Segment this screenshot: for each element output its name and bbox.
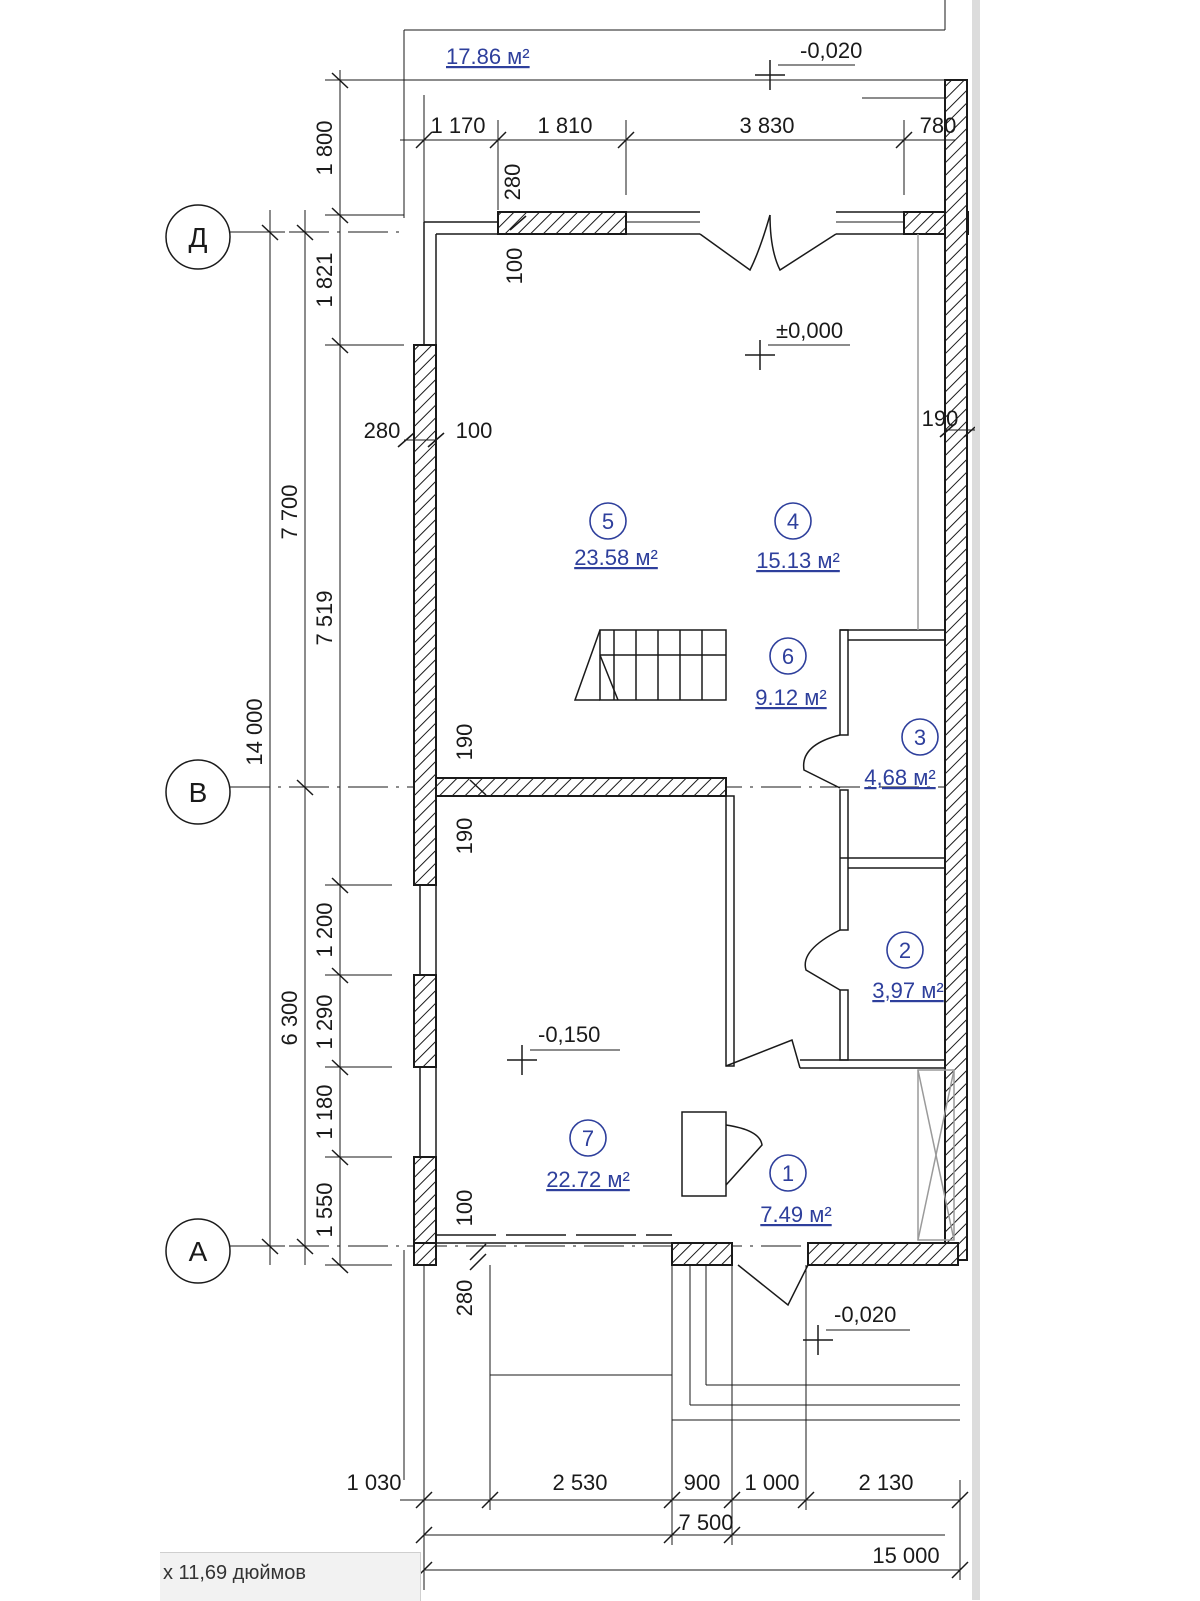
dim-bottom-900: 900: [684, 1470, 721, 1495]
dim-top-1170: 1 170: [430, 113, 485, 138]
status-bar: [160, 1552, 421, 1601]
room-tags: 5 23.58 м² 4 15.13 м² 6 9.12 м² 3 4,68 м…: [546, 502, 944, 1227]
dim-left-1550: 1 550: [312, 1182, 337, 1237]
room-area-3: 4,68 м²: [864, 765, 935, 790]
dim-bottom-total: 7 500: [678, 1510, 733, 1535]
axis-markers: Д В А: [165, 204, 231, 1284]
gray-elements: [917, 234, 955, 1241]
dim-bottom-2130: 2 130: [858, 1470, 913, 1495]
dim-bottom-1000: 1 000: [744, 1470, 799, 1495]
dimension-lines-top: [397, 95, 975, 448]
dim-small-100-bottom: 100: [452, 1190, 477, 1227]
axis-label-d: Д: [189, 222, 208, 253]
dim-left-6300: 6 300: [277, 990, 302, 1045]
axis-label-a: А: [189, 1236, 208, 1267]
dim-small-280-top: 280: [500, 164, 525, 201]
frame-lines: [403, 0, 946, 1480]
dim-left-1821: 1 821: [312, 252, 337, 307]
dim-small-100-top: 100: [502, 248, 527, 285]
dimension-lines-left: [255, 70, 945, 1274]
dim-overall: 15 000: [872, 1543, 939, 1568]
room-area-2: 3,97 м²: [872, 978, 943, 1003]
dim-small-280-left: 280: [364, 418, 401, 443]
room-number-5: 5: [602, 509, 614, 534]
dim-left-7700: 7 700: [277, 484, 302, 539]
axis-label-v: В: [189, 777, 208, 808]
page-size-label: x 11,69 дюймов: [163, 1562, 307, 1584]
room-area-7: 22.72 м²: [546, 1167, 630, 1192]
page-edge-strip: [972, 0, 980, 1600]
dim-left-7519: 7 519: [312, 590, 337, 645]
dim-top-780: 780: [920, 113, 957, 138]
terrace-area: 17.86 м²: [446, 44, 530, 69]
dimension-lines-bottom: [400, 779, 969, 1590]
room-number-3: 3: [914, 725, 926, 750]
axis-circle-v: [165, 759, 231, 825]
dim-top-1810: 1 810: [537, 113, 592, 138]
elevation-top: -0,020: [800, 38, 862, 63]
dim-left-14000: 14 000: [242, 698, 267, 765]
room-area-1: 7.49 м²: [760, 1202, 831, 1227]
dim-left-1290: 1 290: [312, 994, 337, 1049]
dim-left-1200: 1 200: [312, 902, 337, 957]
room-number-1: 1: [782, 1161, 794, 1186]
room-number-7: 7: [582, 1126, 594, 1151]
room-area-6: 9.12 м²: [755, 685, 826, 710]
dim-bottom-2530: 2 530: [552, 1470, 607, 1495]
elevation-main: ±0,000: [776, 318, 843, 343]
dim-small-280-bottom: 280: [452, 1280, 477, 1317]
dim-small-190-mid-b: 190: [452, 818, 477, 855]
dim-top-3830: 3 830: [739, 113, 794, 138]
porch-lines: [489, 1265, 960, 1480]
page-right-margin: [980, 0, 1200, 1600]
room-area-4: 15.13 м²: [756, 548, 840, 573]
room-area-5: 23.58 м²: [574, 545, 658, 570]
dim-bottom-1030: 1 030: [346, 1470, 401, 1495]
dim-small-190-right: 190: [922, 406, 959, 431]
walls: [413, 79, 969, 1266]
elevation-bottom: -0,020: [834, 1302, 896, 1327]
floor-plan: Д В А 5 23.58 м² 4 15.13 м² 6 9.12 м² 3 …: [165, 0, 975, 1590]
dim-small-100-left: 100: [456, 418, 493, 443]
doors: [681, 214, 841, 1307]
elevation-room7: -0,150: [538, 1022, 600, 1047]
room-number-6: 6: [782, 644, 794, 669]
elevation-markers: [507, 60, 910, 1355]
axis-circle-a: [165, 1218, 231, 1284]
room-number-4: 4: [787, 509, 799, 534]
dim-left-1180: 1 180: [312, 1084, 337, 1139]
stairs: [573, 629, 727, 701]
axis-circle-d: [165, 204, 231, 270]
room-number-2: 2: [899, 938, 911, 963]
dim-left-1800: 1 800: [312, 120, 337, 175]
dim-small-190-mid-a: 190: [452, 724, 477, 761]
